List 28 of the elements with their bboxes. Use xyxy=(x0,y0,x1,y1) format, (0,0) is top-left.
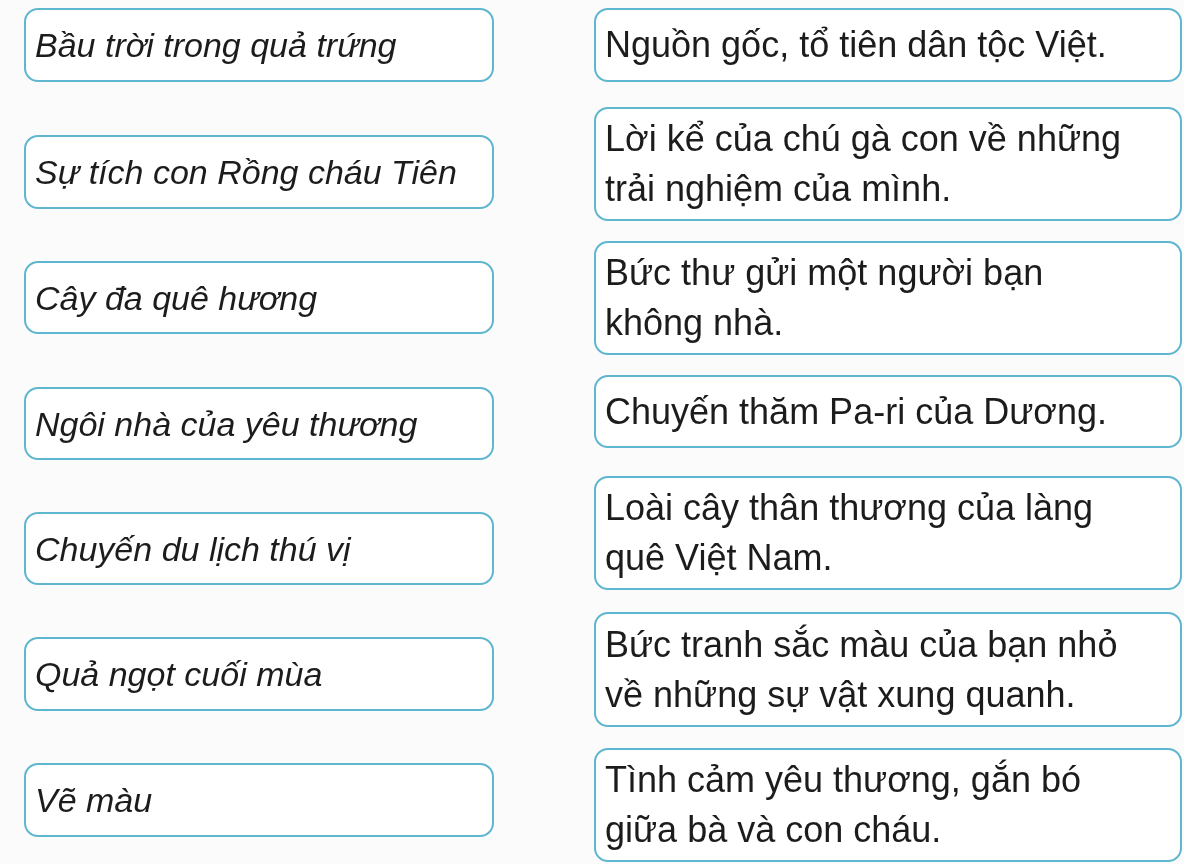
title-card xyxy=(24,512,494,585)
description-card xyxy=(594,748,1182,862)
description-text: Bức tranh sắc màu của bạn nhỏ về những sự vật xung quanh. xyxy=(605,622,1119,717)
description-text: Loài cây thân thương của làng quê Việt Nam. xyxy=(605,486,1095,580)
description-card xyxy=(594,107,1182,221)
story-title: Chuyến du lịch thú vị xyxy=(35,528,351,569)
description-card xyxy=(594,375,1182,448)
story-title: Ngôi nhà của yêu thương xyxy=(35,403,418,444)
description-card xyxy=(594,476,1182,590)
title-card xyxy=(24,261,494,334)
title-card xyxy=(24,637,494,711)
description-text: Bức thư gửi một người bạn không nhà. xyxy=(605,251,1045,345)
description-text: Nguồn gốc, tổ tiên dân tộc Việt. xyxy=(605,23,1107,67)
title-card xyxy=(24,763,494,837)
description-text: Tình cảm yêu thương, gắn bó giữa bà và con cháu. xyxy=(605,758,1082,852)
story-title: Quả ngọt cuối mùa xyxy=(35,654,323,694)
description-card xyxy=(594,612,1182,727)
description-card xyxy=(594,8,1182,82)
description-text: Chuyến thăm Pa-ri của Dương. xyxy=(605,389,1107,434)
story-title: Sự tích con Rồng cháu Tiên xyxy=(35,152,457,192)
story-title: Cây đa quê hương xyxy=(35,277,318,318)
description-card xyxy=(594,241,1182,355)
title-card xyxy=(24,387,494,460)
story-title: Bầu trời trong quả trứng xyxy=(35,25,397,65)
title-card xyxy=(24,135,494,209)
description-text: Lời kể của chú gà con về những trải nghiệm của mình. xyxy=(605,117,1123,211)
story-title: Vẽ màu xyxy=(35,780,153,820)
title-card xyxy=(24,8,494,82)
